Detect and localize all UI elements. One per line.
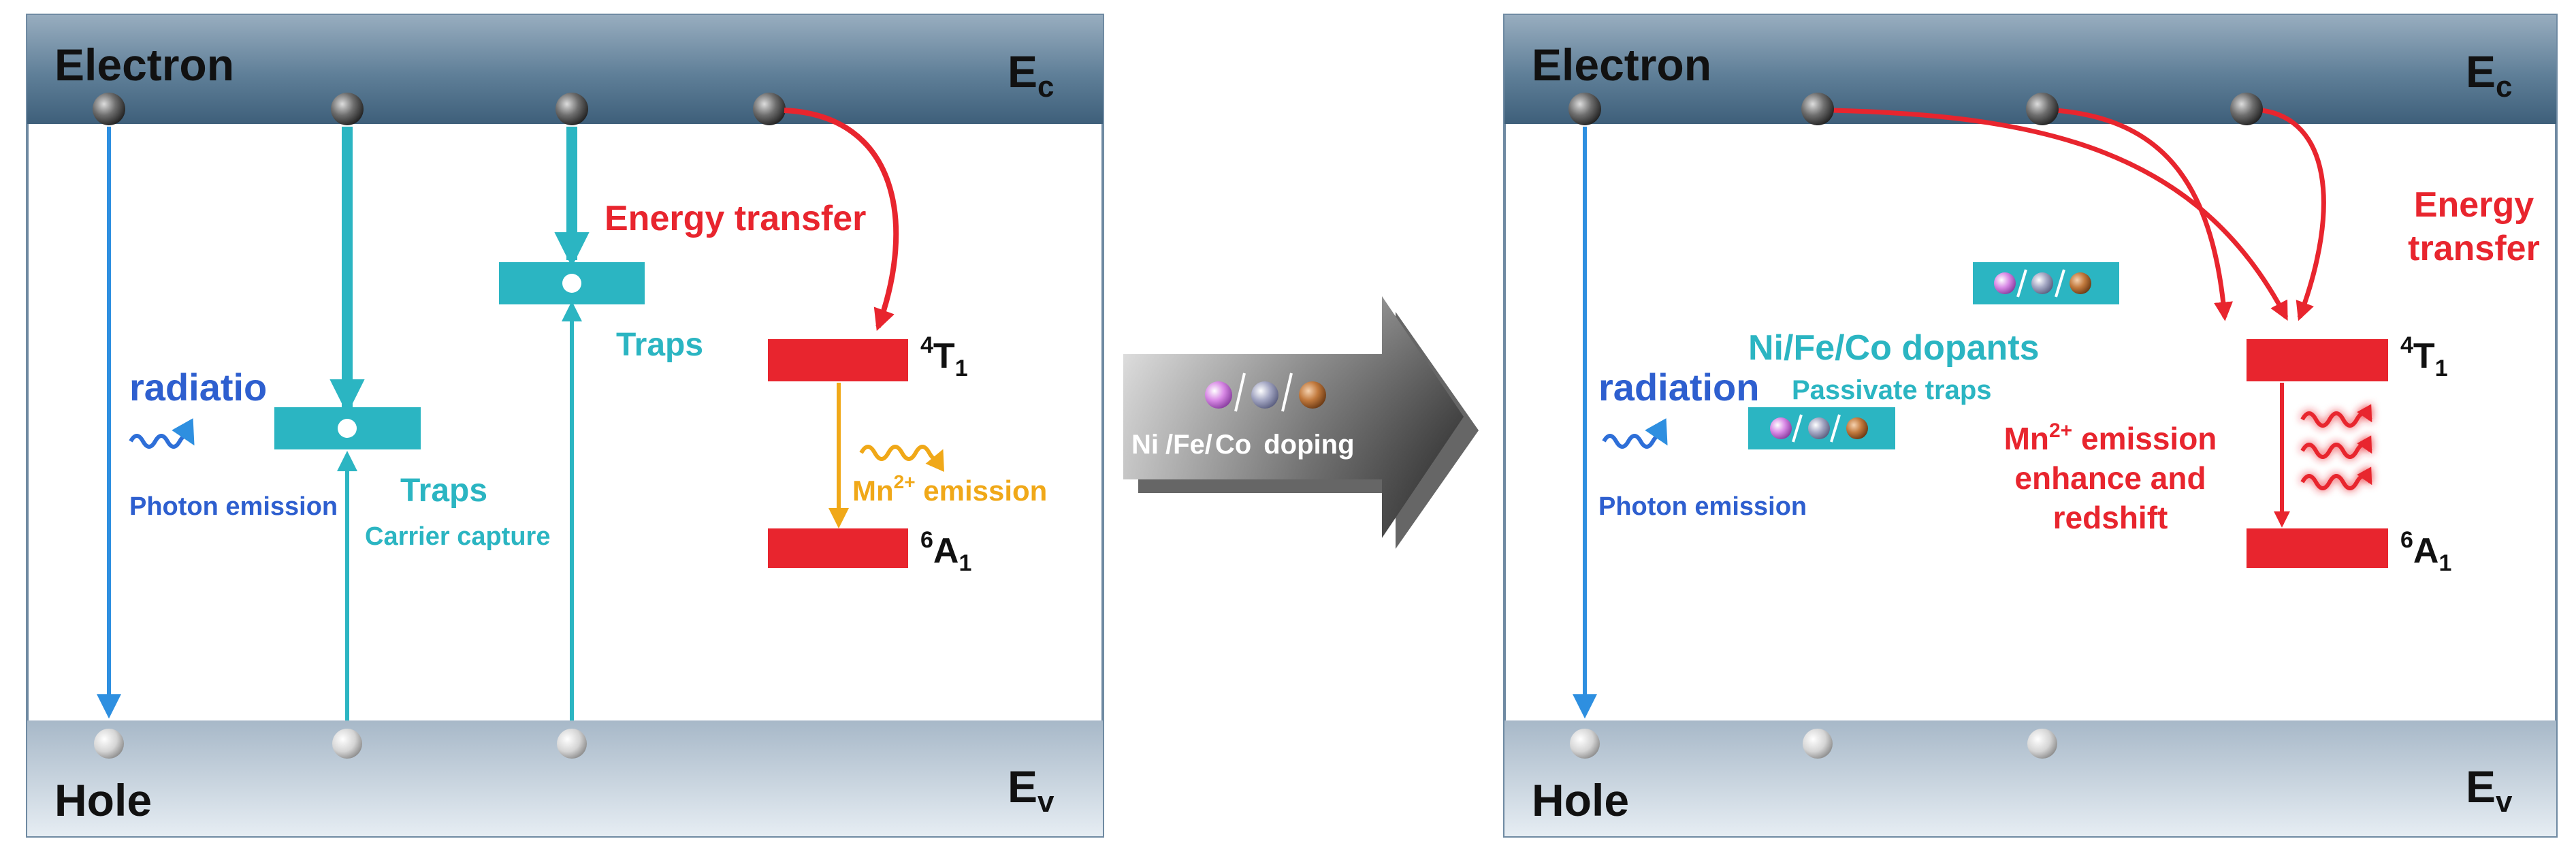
right-4t1-label: 4T1 <box>2400 332 2448 381</box>
right-enhance-label: enhance and <box>2014 460 2206 496</box>
right-panel-frame <box>1503 14 2558 838</box>
left-traps-label-2: Traps <box>616 327 703 363</box>
right-trap-bottom-ni-icon <box>1770 417 1792 439</box>
right-ec-label: Ec <box>2466 46 2513 104</box>
left-hole-2 <box>332 729 362 759</box>
left-traps-label-1: Traps <box>400 473 487 509</box>
left-hole-3 <box>557 729 587 759</box>
left-hole-1 <box>94 729 124 759</box>
fe-dopant-icon <box>1251 381 1278 409</box>
left-hole-label: Hole <box>54 775 152 825</box>
right-photon-wave-icon <box>1602 418 1668 449</box>
right-trap-top-fe-icon <box>2031 272 2053 294</box>
left-mn-photon-wave-icon <box>859 445 944 473</box>
left-trapped-carrier-2 <box>562 274 581 293</box>
left-6a1-level <box>768 528 908 568</box>
right-dopants-label: Ni/Fe/Co dopants <box>1748 328 2040 368</box>
right-radiation-label: radiation <box>1598 366 1759 409</box>
left-electron-3 <box>556 93 588 125</box>
left-electron-4 <box>753 93 786 125</box>
left-panel: Electron Hole Ec Ev 4T1 6A1 Energ <box>26 14 1104 838</box>
right-panel: Electron Hole Ec Ev Ni/Fe/Co dopants Pas… <box>1503 14 2558 838</box>
left-6a1-label: 6A1 <box>920 527 971 576</box>
right-electron-label: Electron <box>1532 39 1711 90</box>
right-energy-transfer-line2: transfer <box>2408 229 2540 268</box>
left-energy-transfer-label: Energy transfer <box>605 199 866 238</box>
right-trap-top-co-icon <box>2070 272 2091 294</box>
right-electron-3 <box>2026 93 2059 125</box>
right-6a1-label: 6A1 <box>2400 527 2451 576</box>
right-energy-transfer-arrow-1 <box>1832 108 2289 321</box>
right-hole-3 <box>2027 729 2057 759</box>
right-hole-1 <box>1570 729 1600 759</box>
left-mn-emission-label: Mn2+ emission <box>852 471 1047 507</box>
left-photon-emission-label: Photon emission <box>129 492 338 521</box>
left-ec-label: Ec <box>1008 46 1054 104</box>
right-trap-bottom-fe-icon <box>1808 417 1830 439</box>
left-trapped-carrier-1 <box>338 419 357 438</box>
right-electron-2 <box>1801 93 1834 125</box>
right-trap-top-ni-icon <box>1994 272 2016 294</box>
left-radiation-label: radiatio <box>129 366 267 409</box>
co-dopant-icon <box>1299 381 1326 409</box>
right-electron-4 <box>2230 93 2263 125</box>
left-electron-1 <box>93 93 125 125</box>
left-4t1-label: 4T1 <box>920 332 968 381</box>
right-hole-2 <box>1803 729 1833 759</box>
ni-dopant-icon <box>1205 381 1232 409</box>
left-ev-label: Ev <box>1008 761 1054 819</box>
right-trap-bottom-co-icon <box>1846 417 1868 439</box>
right-energy-transfer-arrow-3 <box>2261 108 2326 321</box>
right-6a1-level <box>2247 528 2388 568</box>
left-4t1-level <box>768 339 908 381</box>
right-4t1-level <box>2247 339 2388 381</box>
left-energy-transfer-arrow <box>784 108 899 332</box>
right-mn-photon-waves-icon <box>2300 404 2372 490</box>
left-electron-2 <box>331 93 364 125</box>
right-hole-label: Hole <box>1532 775 1629 825</box>
right-photon-emission-label: Photon emission <box>1598 492 1807 521</box>
right-energy-transfer-arrow-2 <box>2055 108 2233 321</box>
right-electron-1 <box>1568 93 1601 125</box>
right-ev-label: Ev <box>2466 761 2513 819</box>
right-mn-emission-label: Mn2+ emission <box>2004 419 2217 456</box>
right-redshift-label: redshift <box>2053 500 2168 535</box>
left-panel-frame <box>26 14 1104 838</box>
left-carrier-capture-label: Carrier capture <box>365 522 550 551</box>
right-passivate-label: Passivate traps <box>1792 375 1992 405</box>
left-electron-label: Electron <box>54 39 234 90</box>
left-photon-wave-icon <box>129 418 195 449</box>
right-energy-transfer-line1: Energy <box>2414 185 2534 225</box>
